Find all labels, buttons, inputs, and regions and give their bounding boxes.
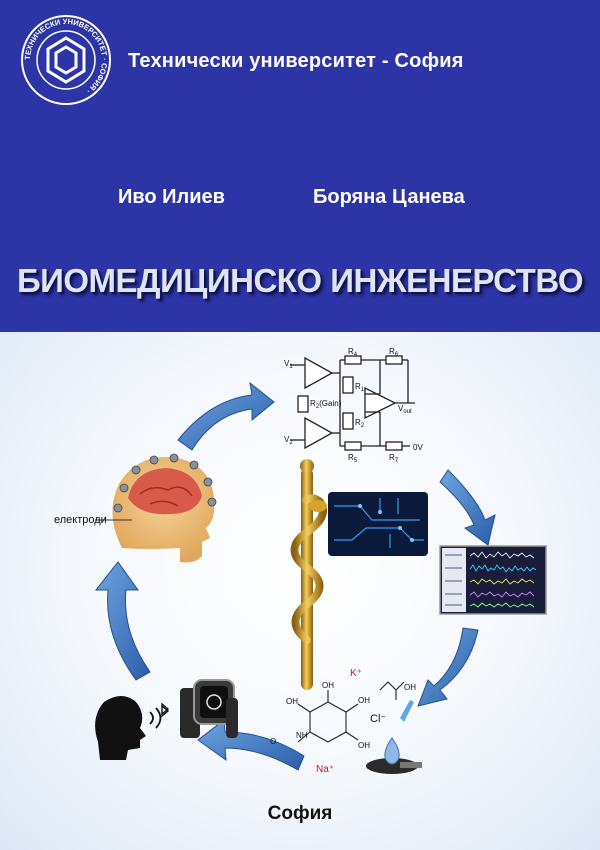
circuit-label-r1: R1 xyxy=(355,382,365,393)
circuit-label-r6: R6 xyxy=(389,347,399,358)
university-logo: ТЕХНИЧЕСКИ УНИВЕРСИТЕТ · СОФИЯ · xyxy=(21,15,111,105)
circuit-board-image xyxy=(328,492,428,556)
chem-label-oh-3: OH xyxy=(286,697,298,706)
rod-of-asclepius-icon xyxy=(290,459,327,690)
instrumentation-amplifier-diagram xyxy=(290,355,415,451)
signal-monitor-screen xyxy=(439,545,547,615)
circuit-label-r2: R2 xyxy=(355,418,365,429)
cycle-arrow-bottom xyxy=(197,719,305,771)
circuit-label-r7: R7 xyxy=(389,453,399,464)
ion-label-k: K⁺ xyxy=(350,668,362,679)
author-name-1: Иво Илиев xyxy=(118,186,225,208)
glucose-molecule-diagram xyxy=(297,681,405,743)
cover-illustration: V1 V2 R1 R2 R2(Gain) R4 R5 R6 R7 Vout 0V… xyxy=(54,347,547,775)
circuit-label-r5: R5 xyxy=(348,453,358,464)
smartwatch-icon xyxy=(180,679,238,738)
top-blue-band xyxy=(0,0,600,332)
circuit-label-r4: R4 xyxy=(348,347,358,358)
chem-label-nh: NH xyxy=(296,731,308,740)
publication-city: София xyxy=(267,803,333,824)
book-title: БИОМЕДИЦИНСКО ИНЖЕНЕРСТВО xyxy=(16,262,584,299)
chem-label-oh-1: OH xyxy=(322,681,334,690)
chem-label-o: O xyxy=(270,737,276,746)
ion-label-na: Na⁺ xyxy=(316,764,334,775)
circuit-label-vout: Vout xyxy=(398,404,412,415)
head-with-electrodes-illustration xyxy=(95,453,217,563)
circuit-label-v1: V1 xyxy=(284,359,293,370)
cycle-arrow-top xyxy=(177,381,275,451)
cycle-arrow-right-bottom xyxy=(417,627,479,707)
circuit-label-r-gain: R2(Gain) xyxy=(310,399,342,410)
droplet-sensor-illustration xyxy=(366,700,422,774)
person-silhouette-icon xyxy=(95,696,162,760)
university-name: Технически университет - София xyxy=(128,50,464,72)
circuit-label-v2: V2 xyxy=(284,435,293,446)
chem-label-oh-4: OH xyxy=(358,741,370,750)
chem-label-oh-2: OH xyxy=(358,696,370,705)
chem-label-oh-5: OH xyxy=(404,683,416,692)
author-name-2: Боряна Цанева xyxy=(313,186,465,208)
cycle-arrow-right-top xyxy=(439,469,496,546)
bluetooth-icon xyxy=(161,702,170,718)
cycle-arrow-left xyxy=(94,561,151,681)
circuit-label-0v: 0V xyxy=(413,443,423,452)
ion-label-cl: Cl⁻ xyxy=(370,713,386,725)
electrodes-label: електроди xyxy=(54,514,107,526)
